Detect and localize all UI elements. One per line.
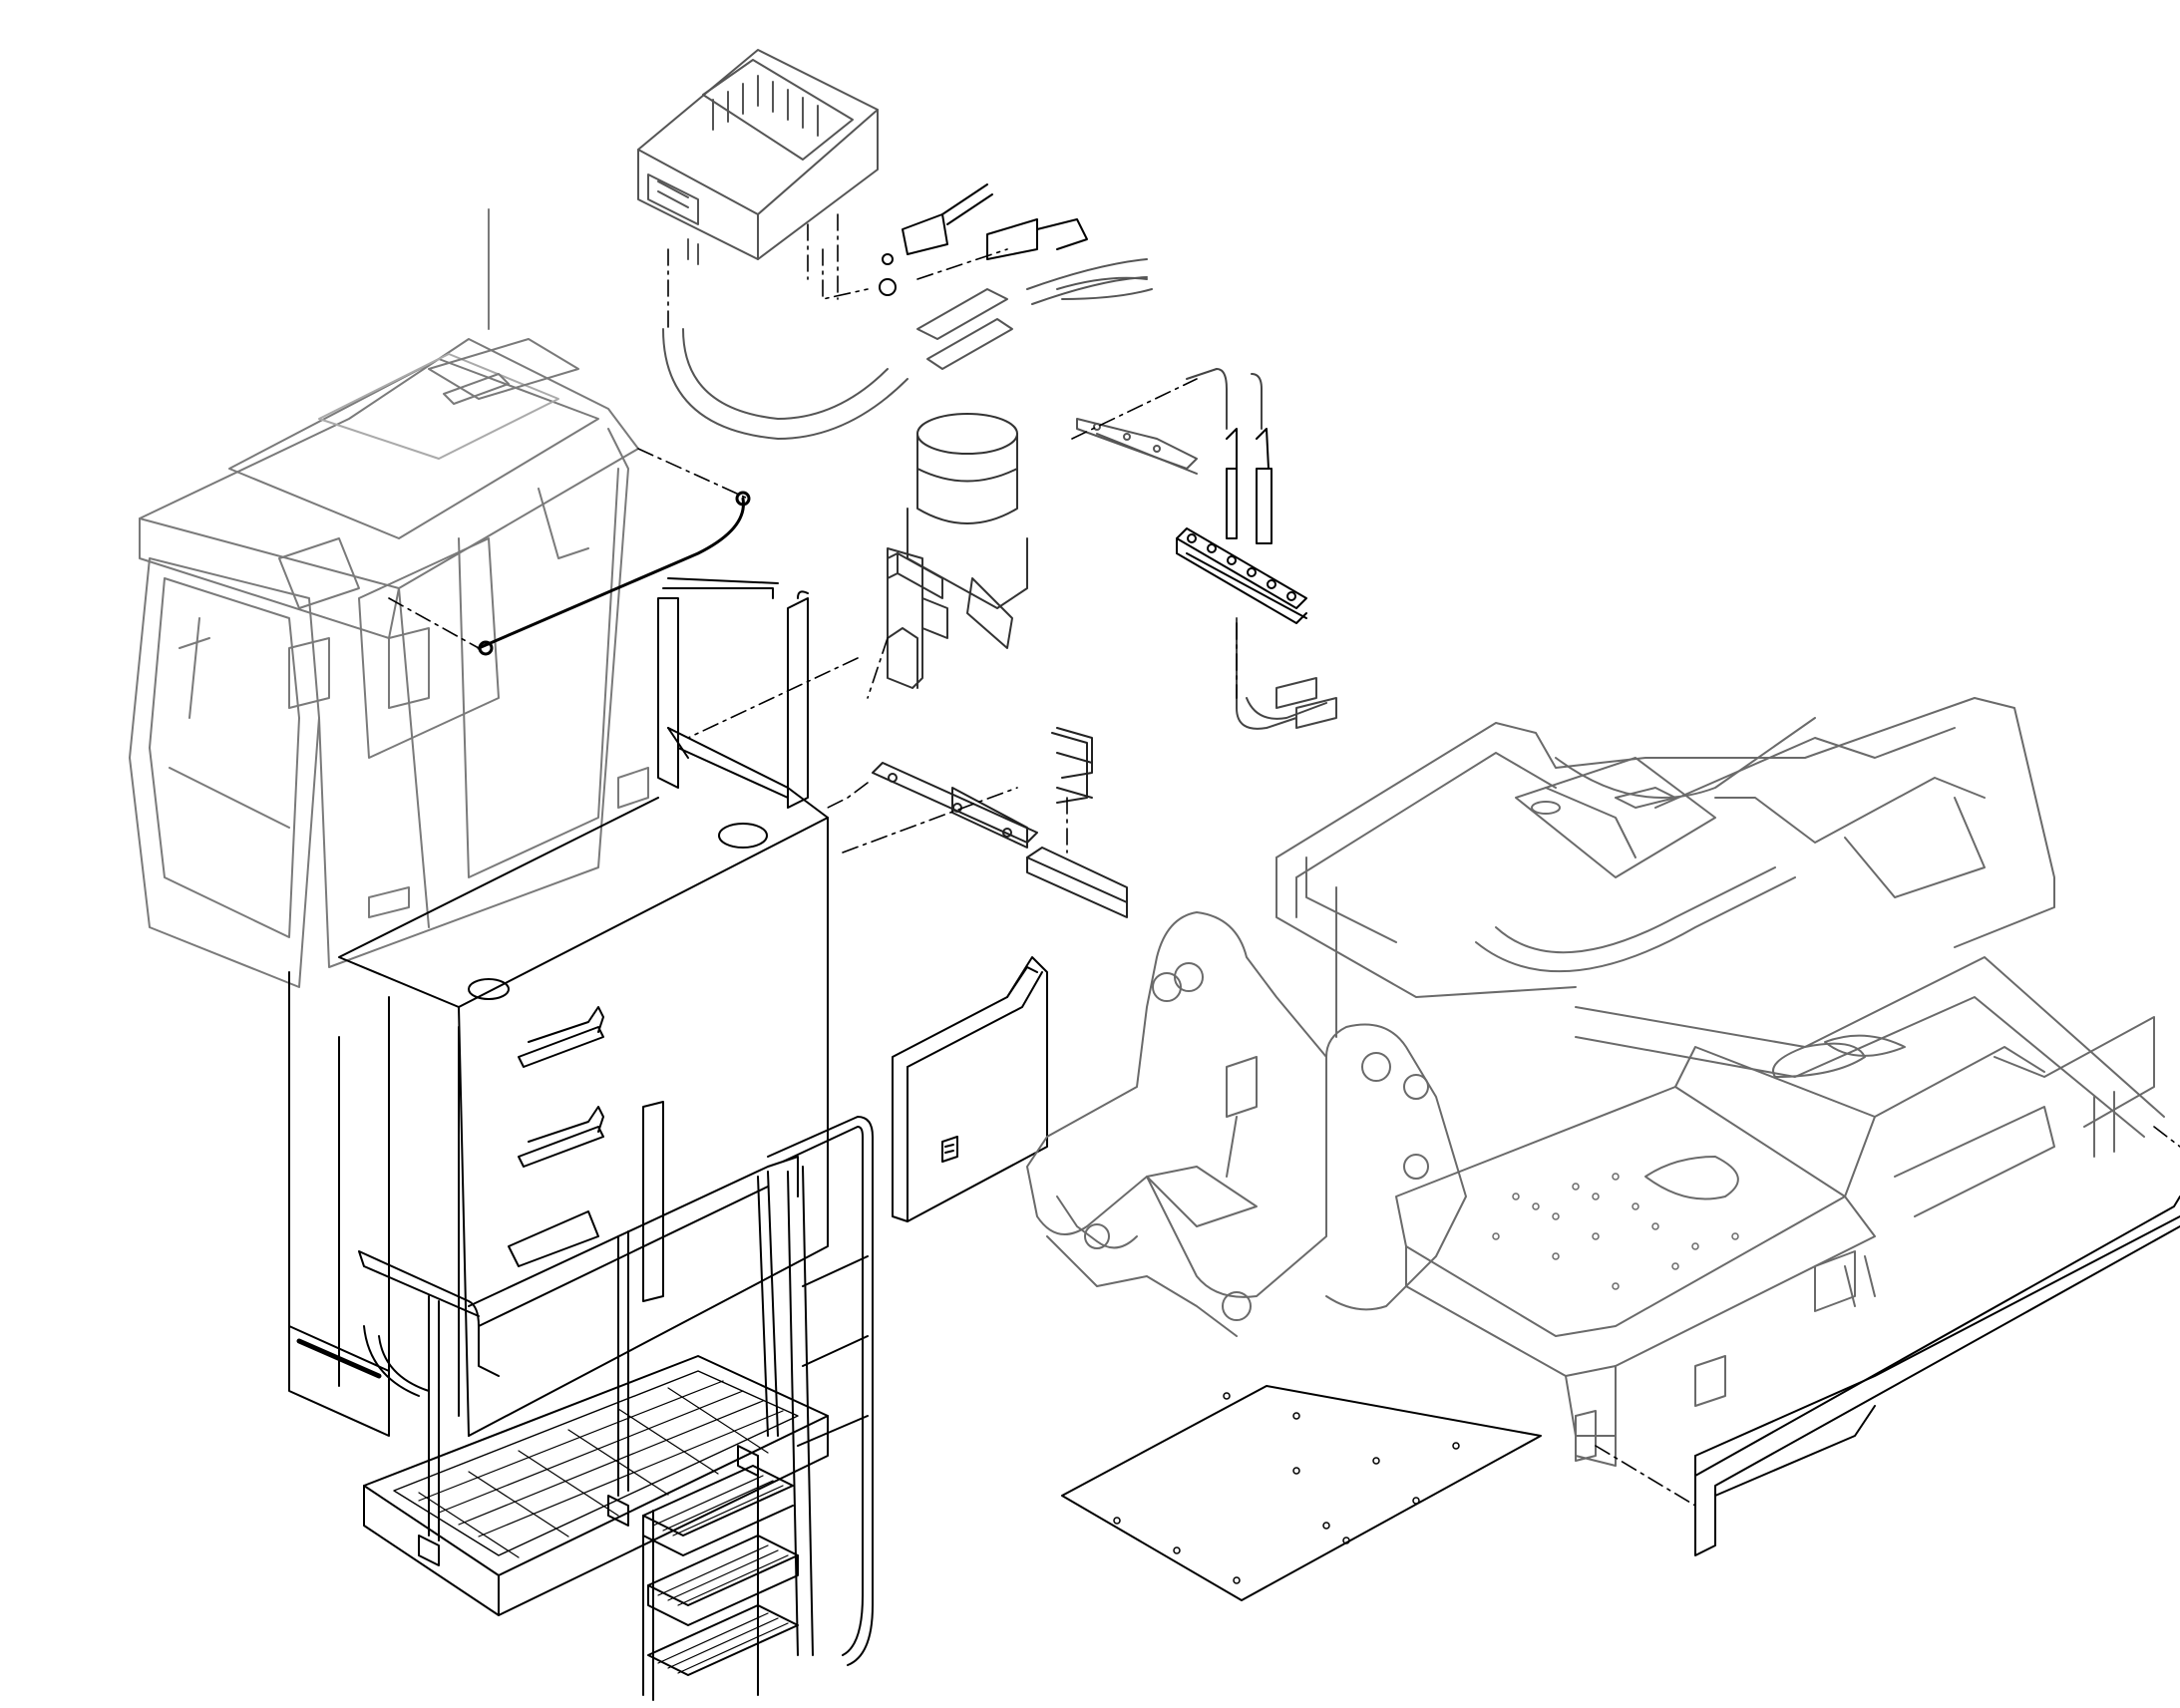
hvac-unit-icon bbox=[638, 50, 878, 264]
leader-lines-lube bbox=[688, 379, 1237, 738]
mounting-strip-icon bbox=[1077, 419, 1197, 474]
lube-lines-icon bbox=[1187, 369, 1336, 729]
side-rail-icon bbox=[1695, 1196, 2180, 1555]
hvac-hose-icon bbox=[663, 259, 1152, 439]
cab-handrail-icon bbox=[479, 493, 749, 654]
leader-lines-hvac bbox=[668, 214, 1007, 329]
hydraulic-tank-icon bbox=[289, 578, 828, 1436]
leader-lines-frame bbox=[1596, 1127, 2180, 1506]
pump-bracket-icon bbox=[888, 548, 947, 688]
leader-lines-brackets bbox=[828, 783, 1067, 853]
main-frame-icon bbox=[1027, 698, 2164, 1466]
access-platform-icon bbox=[359, 1157, 828, 1615]
leader-lines-cab bbox=[389, 449, 748, 648]
lubrication-pump-icon bbox=[888, 414, 1027, 648]
hose-fitting-icon bbox=[880, 184, 1087, 295]
mounting-bracket-icon bbox=[873, 728, 1127, 917]
operator-cab-icon bbox=[130, 209, 648, 987]
access-stairs-icon bbox=[643, 1117, 873, 1700]
side-cover-panel-icon bbox=[893, 957, 1047, 1221]
bottom-plate-icon bbox=[1062, 1386, 1541, 1600]
distribution-block-icon bbox=[1177, 429, 1306, 623]
